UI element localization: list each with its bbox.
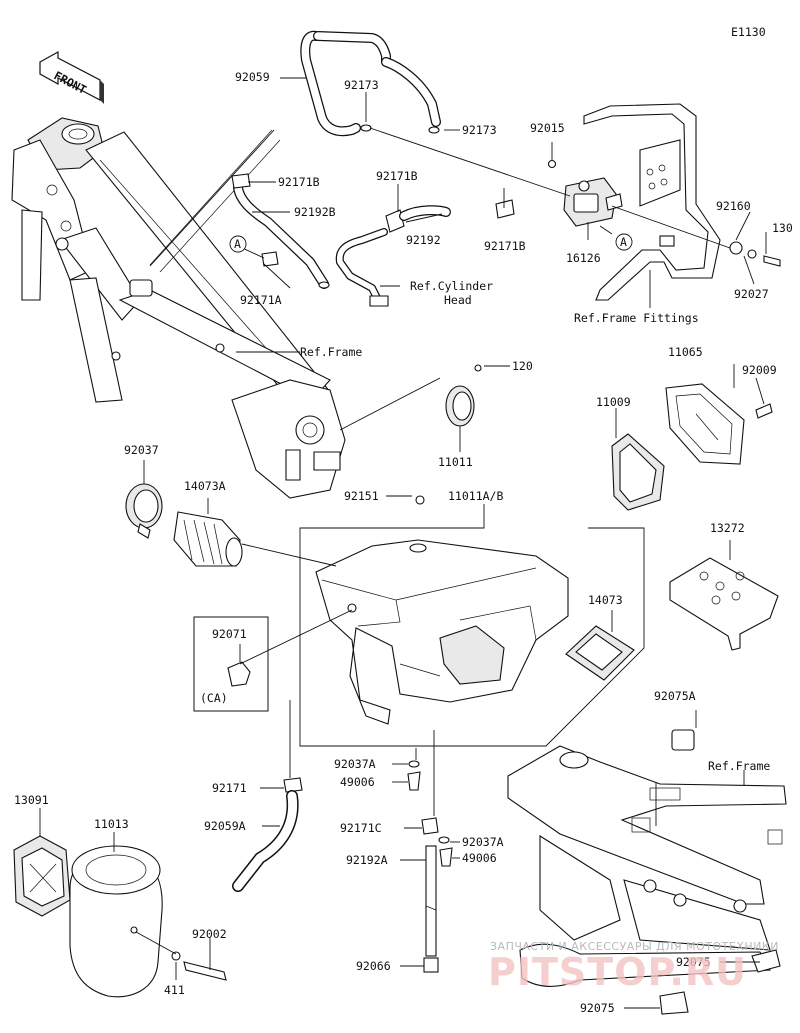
label-14073: 14073 [588,593,623,607]
label-11011ab: 11011A/B [448,489,503,503]
label-ca-variant: (CA) [200,691,228,705]
label-92173-b: 92173 [462,123,497,137]
label-13091: 13091 [14,793,49,807]
label-92071: 92071 [212,627,247,641]
watermark: ЗАПЧАСТИ И АКСЕССУАРЫ ДЛЯ МОТОТЕХНИКИ PI… [488,940,779,994]
label-ref-frame-1: Ref.Frame [300,345,362,359]
label-92075-a: 92075 [676,955,711,969]
label-callout-a-2: A [620,235,627,249]
duct-14073a [173,511,243,567]
label-92066: 92066 [356,959,391,973]
air-box-11011ab [315,495,569,725]
label-130: 130 [772,221,793,235]
frame-fittings-bracket [583,103,781,301]
label-92171a: 92171A [240,293,282,307]
diagram-code: E1130 [731,25,766,39]
part-labels: E1130 92059 92173 92173 92015 92171B 921… [14,25,793,1015]
ca-variant-box [193,616,269,712]
label-14073a: 14073A [184,479,226,493]
label-92171b-2: 92171B [376,169,418,183]
label-49006-1: 49006 [340,775,375,789]
callout-a-circle-2 [615,233,633,251]
leader-lines [39,77,767,1009]
grommet-11011 [445,364,482,427]
label-49006-2: 49006 [462,851,497,865]
label-11011: 11011 [438,455,473,469]
label-92192b: 92192B [294,205,336,219]
label-callout-a-1: A [234,237,241,251]
label-92171c: 92171C [340,821,382,835]
hose-92192b [231,173,330,289]
watermark-logo-text: PITSTOP.RU [488,950,747,994]
label-ref-cylinder-head-2: Head [444,293,472,307]
label-92192: 92192 [406,233,441,247]
label-92002: 92002 [192,927,227,941]
label-ref-frame-2: Ref.Frame [708,759,770,773]
callout-a-circle-1 [229,235,247,253]
cover-11065 [665,383,773,465]
watermark-tagline: ЗАПЧАСТИ И АКСЕССУАРЫ ДЛЯ МОТОТЕХНИКИ [490,940,779,953]
label-92151: 92151 [344,489,379,503]
label-13272: 13272 [710,521,745,535]
label-92075a: 92075A [654,689,696,703]
drain-hoses [232,760,453,973]
label-92171b-3: 92171B [484,239,526,253]
label-92192a: 92192A [346,853,388,867]
label-92059a: 92059A [204,819,246,833]
label-ref-cylinder-head-1: Ref.Cylinder [410,279,493,293]
label-92037a-1: 92037A [334,757,376,771]
front-arrow-icon: FRONT [39,50,104,104]
label-92037a-2: 92037A [462,835,504,849]
label-120: 120 [512,359,533,373]
valve-16126 [547,159,623,227]
label-11013: 11013 [94,817,129,831]
label-411: 411 [164,983,185,997]
breather-tube-92059 [300,30,441,137]
filter-14073 [565,625,635,681]
label-ref-frame-fittings: Ref.Frame Fittings [574,311,699,325]
label-92160: 92160 [716,199,751,213]
label-16126: 16126 [566,251,601,265]
label-92173-a: 92173 [344,78,379,92]
clamp-92037 [125,483,163,539]
label-92075-b: 92075 [580,1001,615,1015]
label-92027: 92027 [734,287,769,301]
main-frame-drawing [11,117,346,499]
label-92171: 92171 [212,781,247,795]
pipe-cylinder-head [335,199,515,307]
label-11065: 11065 [668,345,703,359]
gasket-11009 [611,433,665,511]
bracket-13272 [669,557,779,651]
label-92171b-1: 92171B [278,175,320,189]
label-92015: 92015 [530,121,565,135]
label-92009: 92009 [742,363,777,377]
air-filter-11013 [13,835,227,998]
label-92059: 92059 [235,70,270,84]
label-11009: 11009 [596,395,631,409]
rear-frame-drawing [507,729,787,1015]
label-92037: 92037 [124,443,159,457]
